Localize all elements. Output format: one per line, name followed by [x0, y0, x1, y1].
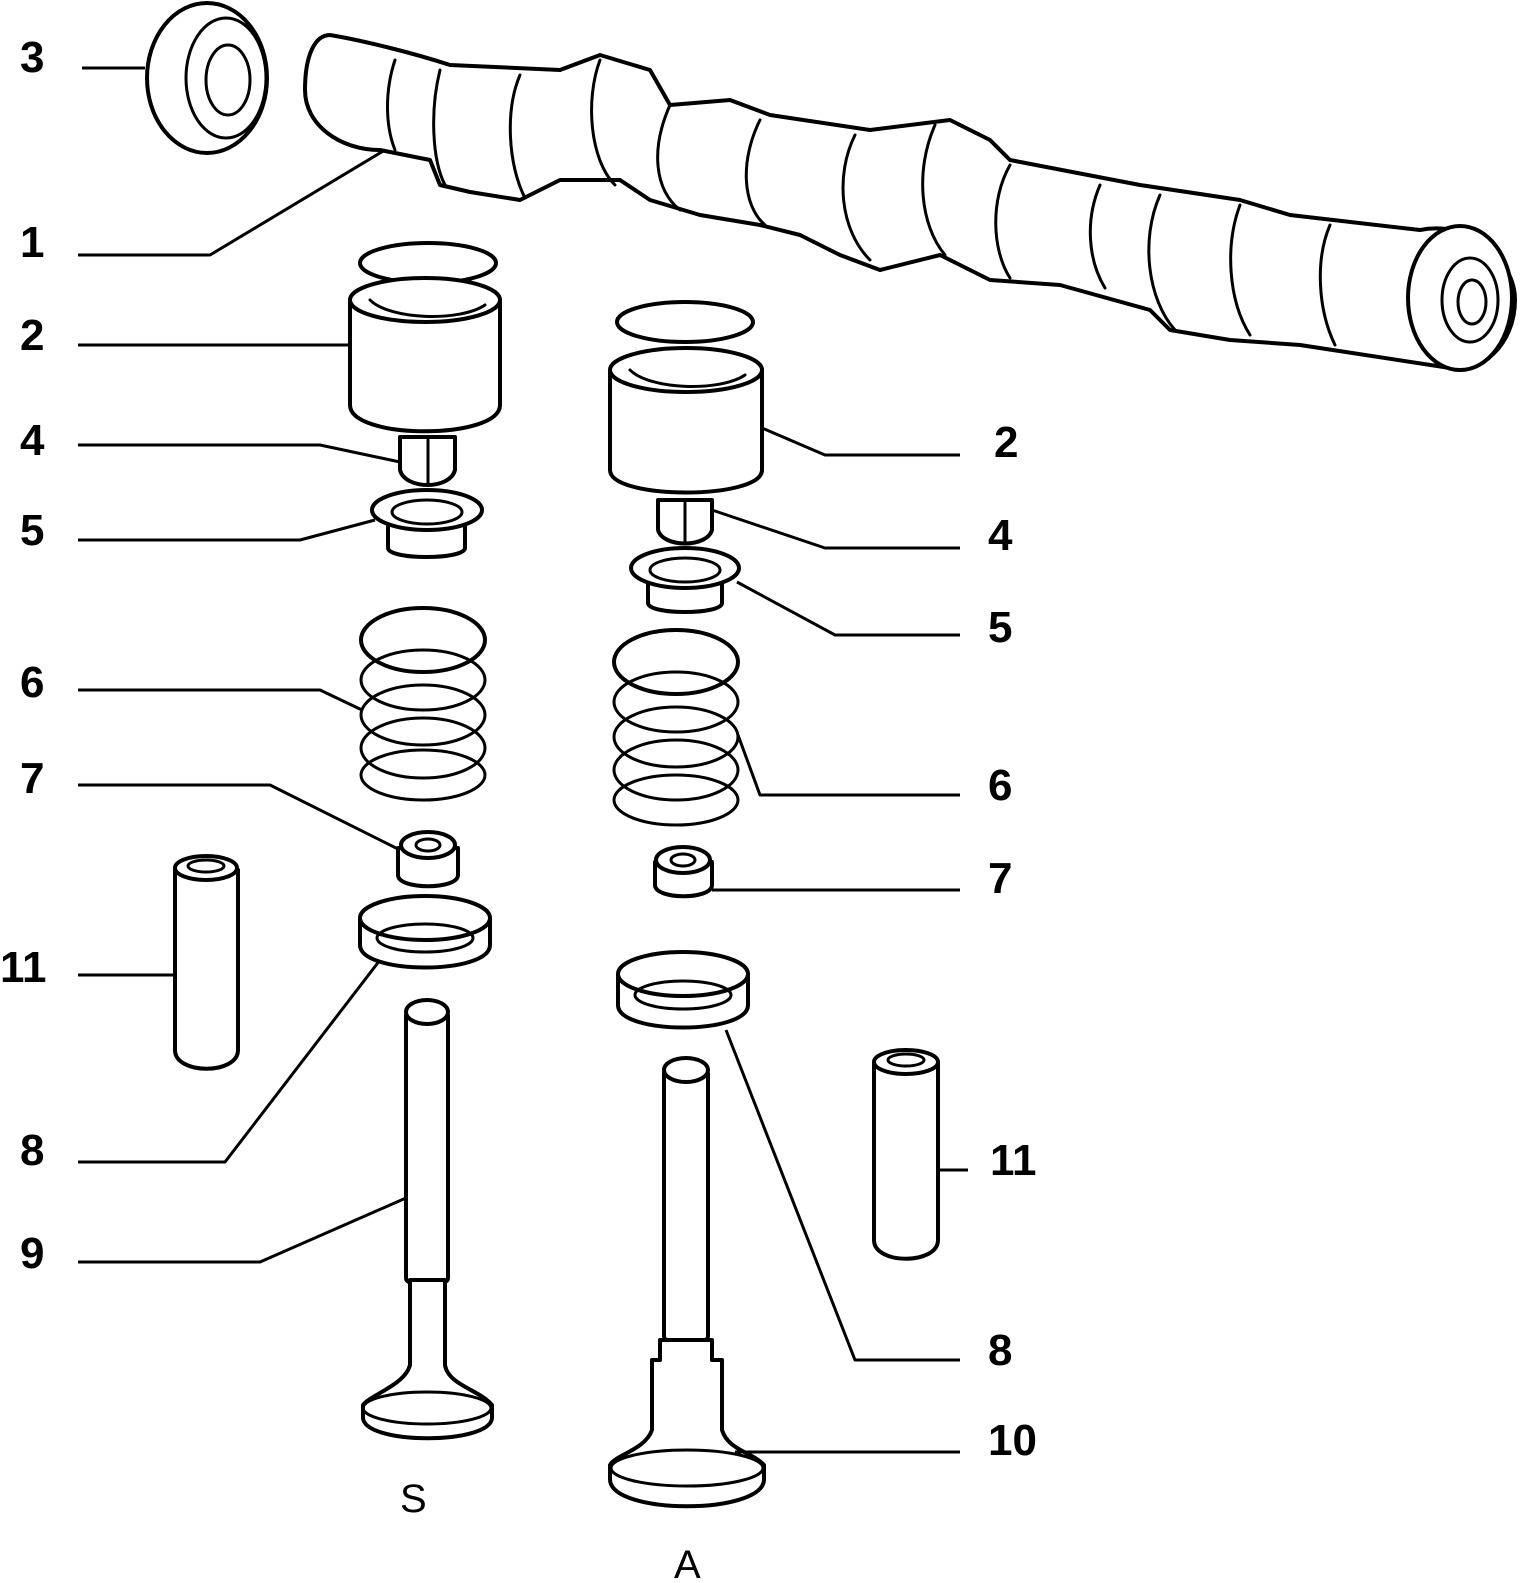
part-8-spring-seat-left — [358, 894, 492, 970]
part-2-tappet-right — [608, 300, 764, 495]
callout-numbers: 3 1 2 4 5 6 7 11 8 9 2 4 5 6 7 11 8 10 — [0, 33, 1037, 1465]
callout-4-left: 4 — [20, 416, 45, 465]
part-2-tappet-left — [348, 241, 502, 434]
callout-8-left: 8 — [20, 1126, 44, 1175]
part-9-intake-valve — [361, 998, 494, 1441]
callout-9-left: 9 — [20, 1229, 44, 1278]
part-7-valve-stem-seal-left — [396, 830, 460, 889]
part-3-camshaft-seal — [145, 1, 269, 155]
callout-11-right: 11 — [990, 1136, 1037, 1185]
callout-10-right: 10 — [988, 1416, 1037, 1465]
group-label-intake: S — [400, 1477, 427, 1521]
part-7-valve-stem-seal-right — [653, 845, 714, 899]
part-1-camshaft — [303, 33, 1517, 372]
callout-6-left: 6 — [20, 658, 44, 707]
leader-lines — [78, 66, 968, 1454]
part-10-exhaust-valve — [608, 1056, 766, 1509]
callout-3: 3 — [20, 33, 44, 82]
part-5-spring-retainer-right — [629, 546, 741, 614]
callout-2-left: 2 — [20, 311, 44, 360]
part-4-valve-cotter-left — [398, 435, 457, 487]
callout-1: 1 — [20, 218, 44, 267]
callout-2-right: 2 — [994, 418, 1018, 467]
callout-4-right: 4 — [988, 511, 1013, 560]
callout-11-left: 11 — [0, 943, 47, 992]
part-5-spring-retainer-left — [370, 488, 484, 559]
callout-5-right: 5 — [988, 603, 1012, 652]
callout-6-right: 6 — [988, 761, 1012, 810]
part-4-valve-cotter-right — [656, 498, 714, 546]
callout-8-right: 8 — [988, 1326, 1012, 1375]
callout-7-left: 7 — [20, 754, 44, 803]
part-6-valve-spring-left — [359, 606, 487, 802]
part-11-valve-guide-left — [173, 854, 240, 1071]
callout-5-left: 5 — [20, 506, 44, 555]
group-labels: S A — [400, 1477, 701, 1583]
part-11-valve-guide-right — [872, 1048, 940, 1261]
part-6-valve-spring-right — [612, 628, 740, 827]
group-label-exhaust: A — [674, 1543, 701, 1583]
callout-7-right: 7 — [988, 854, 1012, 903]
part-8-spring-seat-right — [616, 950, 750, 1030]
